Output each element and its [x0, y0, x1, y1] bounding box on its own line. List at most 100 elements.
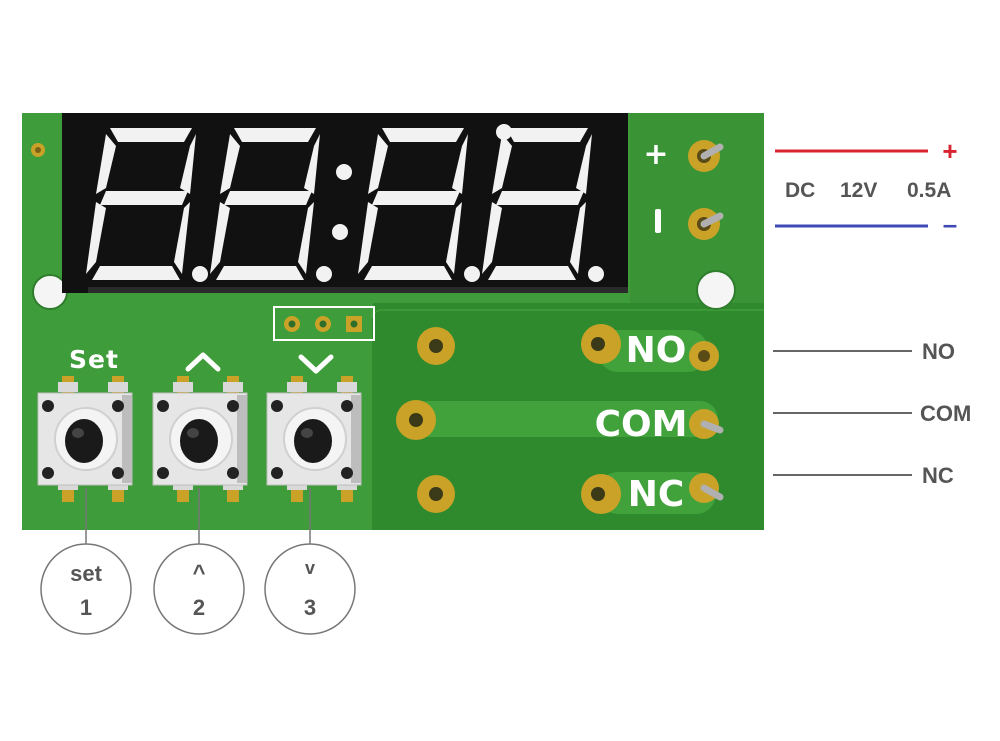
- silk-down-arrow-icon: [298, 354, 334, 374]
- header-pin-1-hole: [288, 320, 296, 328]
- button-set-actuator-highlight: [72, 428, 84, 438]
- digit-2-segment-a: [234, 128, 316, 142]
- silk-label-nc: NC: [628, 474, 685, 515]
- button-down-corner-dot: [271, 467, 283, 479]
- annotation-no: NO: [922, 339, 955, 364]
- tactile-buttons: [37, 376, 362, 502]
- button-callouts: set 1 ^ 2 v 3: [40, 488, 356, 635]
- relay-pad-hole: [409, 413, 423, 427]
- button-down-corner-dot: [341, 467, 353, 479]
- digit-4-segment-a: [506, 128, 588, 142]
- digit-1-segment-f: [96, 134, 116, 194]
- button-set-corner-dot: [42, 467, 54, 479]
- button-up-corner-dot: [157, 467, 169, 479]
- digit-3-segment-c: [446, 202, 462, 274]
- button-up-leg-cap: [173, 382, 193, 392]
- callout-number-2: 2: [193, 595, 205, 620]
- digit-4-segment-g: [496, 191, 584, 205]
- power-annotation: + DC 12V 0.5A –: [775, 136, 958, 239]
- digit-4-segment-b: [576, 134, 592, 194]
- digit-3-segment-d: [364, 266, 452, 280]
- header-pin-3-hole: [350, 320, 358, 328]
- digit-1-segment-a: [110, 128, 192, 142]
- digit-4-segment-d: [488, 266, 576, 280]
- digit-2-segment-b: [304, 134, 320, 194]
- digit-2-segment-d: [216, 266, 304, 280]
- colon-dot-2: [332, 224, 348, 240]
- button-down-actuator: [294, 419, 332, 463]
- annotation-nc: NC: [922, 463, 954, 488]
- annotation-current: 0.5A: [907, 179, 951, 202]
- digit-1-segment-g: [100, 191, 188, 205]
- relay-annotation: NO COM NC: [773, 339, 971, 488]
- button-up-corner-dot: [227, 400, 239, 412]
- digit-3-segment-f: [368, 134, 388, 194]
- digit-1-segment-d: [92, 266, 180, 280]
- colon-dot-1: [336, 164, 352, 180]
- callout-circle-3: [264, 543, 356, 635]
- button-up-corner-dot: [227, 467, 239, 479]
- digit-1-segment-b: [180, 134, 196, 194]
- power-terminals: +: [643, 137, 724, 240]
- silk-label-set: Set: [69, 345, 119, 374]
- mounting-hole-left: [32, 274, 68, 310]
- digit-1-decimal-point: [192, 266, 208, 282]
- digit-2-segment-g: [224, 191, 312, 205]
- callout-circle-2: [153, 543, 245, 635]
- display-shadow: [88, 287, 628, 293]
- callout-symbol-3: v: [305, 558, 315, 578]
- callout-number-1: 1: [80, 595, 92, 620]
- digit-4-segment-f: [492, 134, 512, 194]
- digit-1-segment-e: [86, 202, 106, 274]
- digit-2-segment-e: [210, 202, 230, 274]
- callout-symbol-2: ^: [193, 560, 206, 585]
- button-set-leg-cap: [108, 382, 128, 392]
- digit-3-segment-e: [358, 202, 378, 274]
- via-hole: [35, 147, 41, 153]
- button-set-corner-dot: [112, 467, 124, 479]
- silk-label-minus: [655, 209, 661, 233]
- button-down-corner-dot: [341, 400, 353, 412]
- silk-up-arrow-icon: [185, 352, 221, 372]
- callout-symbol-1: set: [70, 561, 102, 586]
- relay-pad-hole: [591, 337, 605, 351]
- annotation-voltage: 12V: [840, 179, 877, 202]
- button-up-corner-dot: [157, 400, 169, 412]
- header-pins: [273, 306, 375, 341]
- colon-dot-3: [496, 124, 512, 140]
- header-pin-2-hole: [319, 320, 327, 328]
- annotation-plus-sign: +: [942, 136, 957, 166]
- annotation-dc: DC: [785, 179, 815, 202]
- callout-number-3: 3: [304, 595, 316, 620]
- digit-1-segment-c: [174, 202, 190, 274]
- button-set-leg-cap: [58, 382, 78, 392]
- silk-label-com: COM: [595, 404, 688, 445]
- button-down-corner-dot: [271, 400, 283, 412]
- silk-label-plus: +: [643, 137, 668, 172]
- button-up-actuator: [180, 419, 218, 463]
- silk-label-no: NO: [626, 330, 687, 371]
- digit-2-decimal-point: [316, 266, 332, 282]
- button-down-actuator-highlight: [301, 428, 313, 438]
- digit-4-decimal-point: [588, 266, 604, 282]
- digit-4-segment-c: [570, 202, 586, 274]
- trace-no: [598, 330, 708, 372]
- relay-terminal-hole: [698, 350, 710, 362]
- button-up-actuator-highlight: [187, 428, 199, 438]
- button-down-leg-cap: [287, 382, 307, 392]
- relay-pad-hole: [591, 487, 605, 501]
- button-set-corner-dot: [112, 400, 124, 412]
- button-set-corner-dot: [42, 400, 54, 412]
- relay-pad-hole: [429, 339, 443, 353]
- relay-terminals: NO COM NC: [396, 324, 724, 515]
- power-wire-plus: [700, 143, 724, 160]
- digit-3-segment-b: [452, 134, 468, 194]
- relay-wire-nc: [700, 484, 724, 501]
- display-digits: [86, 124, 604, 282]
- relay-wire-com: [700, 420, 724, 434]
- trace-nc: [598, 472, 716, 514]
- digit-3-segment-a: [382, 128, 464, 142]
- digit-3-decimal-point: [464, 266, 480, 282]
- button-set-body-side: [122, 395, 132, 483]
